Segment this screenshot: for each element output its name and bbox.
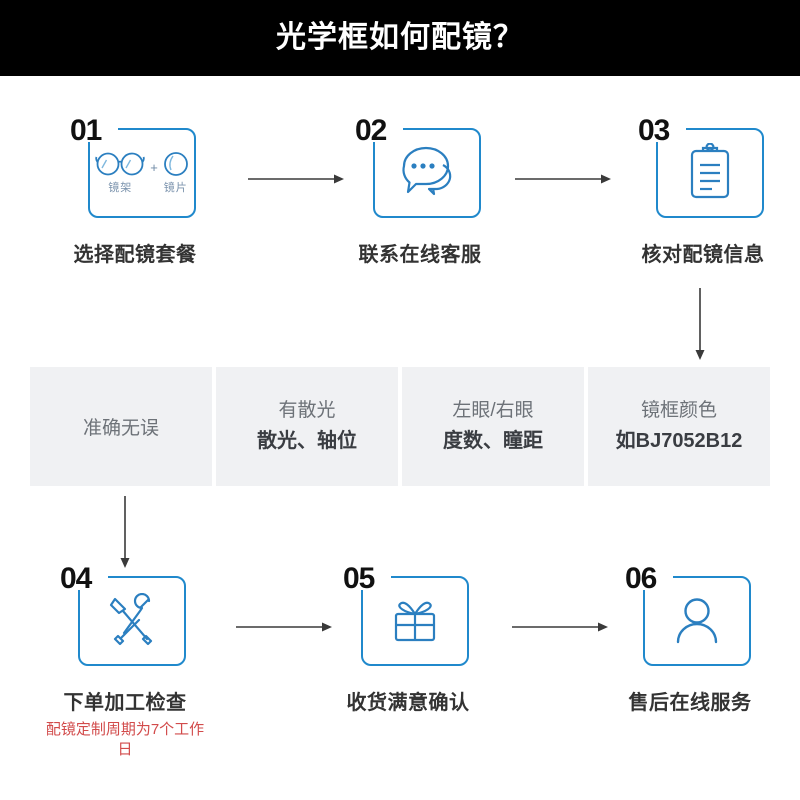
info-box-2-line2: 散光、轴位 (257, 429, 357, 452)
arrow-down-icon (695, 288, 705, 360)
step-01-number-notch (80, 120, 118, 142)
lens-item: 镜片 (163, 151, 189, 195)
step-05-number-notch (353, 568, 391, 590)
step-01-caption: 选择配镜套餐 (73, 244, 197, 266)
clipboard-checklist-icon (690, 143, 730, 199)
step-02-caption: 联系在线客服 (358, 244, 482, 266)
chat-bubbles-icon (373, 128, 481, 218)
step-06-number-notch (635, 568, 673, 590)
arrow-right-icon (248, 174, 344, 184)
chat-bubble-icon (402, 146, 452, 196)
step-03-number: 03 (638, 114, 670, 147)
tools-icon (78, 576, 186, 666)
step-04-frame: 04 (60, 564, 190, 670)
step-card-06: 06 售后在线服务 (600, 564, 780, 715)
step-03-frame: 03 (638, 116, 768, 222)
header-bar: 光学框如何配镜？ (0, 0, 800, 76)
lens-label: 镜片 (163, 182, 188, 194)
step-05-frame: 05 (343, 564, 473, 670)
plus-symbol: + (150, 159, 158, 175)
info-box-1: 准确无误 (30, 367, 212, 486)
lens-icon (163, 152, 188, 176)
info-box-3: 左眼/右眼 度数、瞳距 (402, 367, 584, 486)
step-card-04: 04 下单加工检查 配镜定制周期为7个工作日 (35, 564, 215, 761)
step-06-caption: 售后在线服务 (628, 692, 752, 714)
step-04-border (78, 576, 186, 666)
step-01-number: 01 (70, 114, 102, 147)
person-avatar-icon (676, 598, 718, 644)
frame-label: 镜架 (108, 182, 133, 194)
step-05-number: 05 (343, 562, 375, 595)
info-box-2-line1: 有散光 (278, 400, 336, 422)
arrow-step1-to-step2 (248, 172, 344, 184)
arrow-right-icon (515, 174, 611, 184)
info-box-4: 镜框颜色 如BJ7052B12 (588, 367, 770, 486)
glasses-and-lens-icon: 镜架 + 镜片 (88, 128, 196, 218)
step-02-number-notch (365, 120, 403, 142)
step-03-border (656, 128, 764, 218)
arrow-right-icon (236, 622, 332, 632)
info-box-2: 有散光 散光、轴位 (216, 367, 398, 486)
step-01-frame: 01 镜架 + (70, 116, 200, 222)
info-box-row: 准确无误 有散光 散光、轴位 左眼/右眼 度数、瞳距 镜框颜色 如BJ7052B… (30, 367, 770, 486)
info-box-3-line2: 度数、瞳距 (443, 429, 543, 452)
user-person-icon (643, 576, 751, 666)
page-title: 光学框如何配镜？ (276, 21, 524, 54)
frame-item: 镜架 (95, 151, 145, 195)
step-04-caption: 下单加工检查 (63, 692, 187, 714)
step-card-03: 03 核对配镜信息 (613, 116, 793, 267)
arrow-right-icon (512, 622, 608, 632)
step-03-number-notch (648, 120, 686, 142)
step-05-border (361, 576, 469, 666)
arrow-infobox1-to-step4 (119, 496, 131, 568)
glasses-icon (95, 152, 145, 176)
step-01-border (88, 128, 196, 218)
step-04-number: 04 (60, 562, 92, 595)
step-06-frame: 06 (625, 564, 755, 670)
gift-present-icon (394, 601, 436, 642)
info-box-3-line1: 左眼/右眼 (452, 400, 534, 422)
info-box-1-line1: 准确无误 (82, 418, 159, 439)
hammer-wrench-icon (109, 593, 153, 646)
clipboard-icon (656, 128, 764, 218)
step-card-02: 02 联系在线客服 (330, 116, 510, 267)
frame-lens-combo: 镜架 + 镜片 (95, 151, 189, 195)
arrow-step2-to-step3 (515, 172, 611, 184)
step-03-caption: 核对配镜信息 (641, 244, 765, 266)
step-04-number-notch (70, 568, 108, 590)
info-box-4-line1: 镜框颜色 (640, 400, 717, 422)
step-05-caption: 收货满意确认 (346, 692, 470, 714)
step-06-number: 06 (625, 562, 657, 595)
step-02-frame: 02 (355, 116, 485, 222)
arrow-step3-to-infoboxes (694, 288, 706, 360)
info-box-4-line2: 如BJ7052B12 (615, 429, 743, 452)
arrow-step4-to-step5 (236, 620, 332, 632)
step-card-05: 05 收货满意确认 (318, 564, 498, 715)
step-06-border (643, 576, 751, 666)
gift-box-icon (361, 576, 469, 666)
step-02-number: 02 (355, 114, 387, 147)
step-02-border (373, 128, 481, 218)
step-card-01: 01 镜架 + (45, 116, 225, 267)
arrow-down-icon (120, 496, 130, 568)
step-04-note: 配镜定制周期为7个工作日 (45, 721, 205, 759)
arrow-step5-to-step6 (512, 620, 608, 632)
